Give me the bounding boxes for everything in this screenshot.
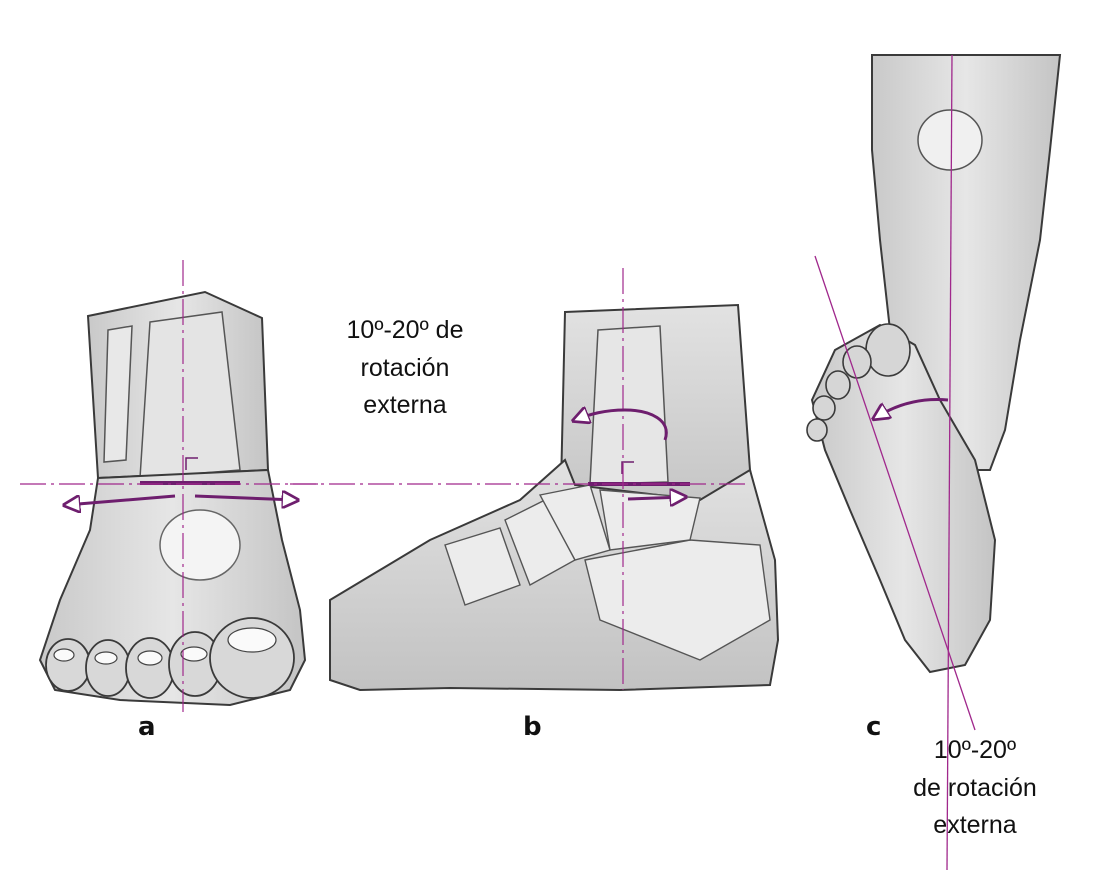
panel-c-kneecap: [918, 110, 982, 170]
panel-a-front-ankle: [20, 260, 318, 712]
annotation-c-line2: de rotación: [895, 770, 1055, 808]
panel-b-arrow-right: [628, 497, 684, 499]
panel-c-label: c: [866, 712, 881, 742]
panel-a-tibia: [140, 312, 240, 478]
panel-b-tibia: [590, 326, 668, 484]
annotation-b-line2: rotación: [330, 350, 480, 388]
annotation-c-line3: externa: [895, 807, 1055, 845]
annotation-panel-b: 10º-20º de rotación externa: [330, 312, 480, 425]
panel-a-label: a: [138, 712, 156, 742]
annotation-panel-c: 10º-20º de rotación externa: [895, 732, 1055, 845]
annotation-b-line3: externa: [330, 387, 480, 425]
panel-a-talus: [160, 510, 240, 580]
annotation-c-line1: 10º-20º: [895, 732, 1055, 770]
panel-b-label: b: [523, 712, 542, 742]
annotation-b-line1: 10º-20º de: [330, 312, 480, 350]
